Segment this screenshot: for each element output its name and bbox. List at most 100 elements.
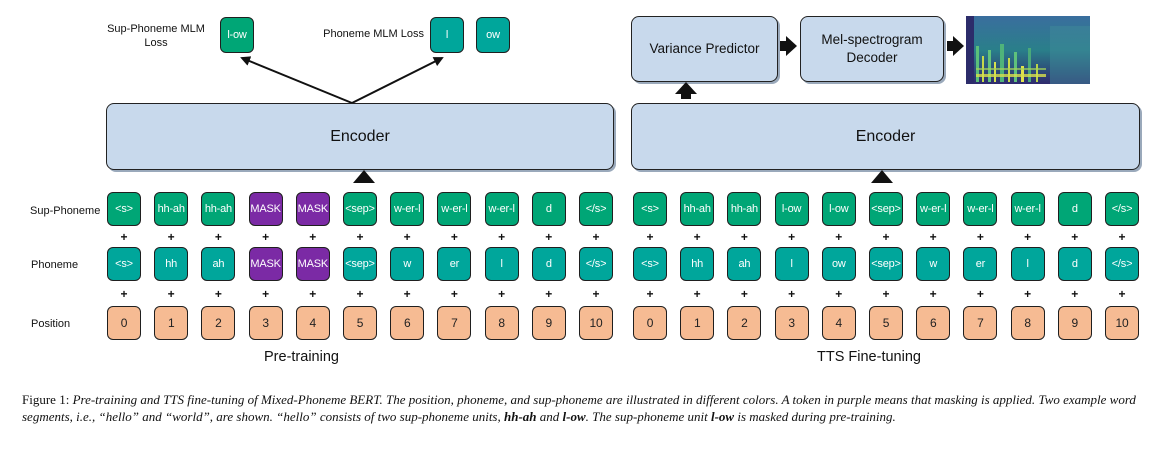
right-arrow-icon	[947, 41, 953, 51]
phoneme-token: l	[484, 247, 519, 281]
figure-caption: Figure 1: Pre-training and TTS fine-tuni…	[22, 392, 1144, 425]
phoneme-token: d	[1057, 247, 1092, 281]
sup-phoneme-token: l-ow	[821, 192, 856, 226]
row-label-pos: Position	[31, 318, 71, 330]
phoneme-token: <sep>	[869, 247, 903, 281]
plus-sign: +	[262, 230, 270, 244]
position-token: 2	[727, 306, 762, 340]
phoneme-token: <s>	[633, 247, 667, 281]
plus-sign: +	[262, 287, 270, 301]
position-token: 10	[1105, 306, 1139, 340]
position-token: 4	[821, 306, 856, 340]
plus-sign: +	[120, 287, 128, 301]
sup-phoneme-token: w-er-l	[484, 192, 519, 226]
plus-sign: +	[403, 287, 411, 301]
plus-sign: +	[403, 230, 411, 244]
plus-sign: +	[1024, 230, 1032, 244]
plus-sign: +	[646, 287, 654, 301]
plus-sign: +	[976, 287, 984, 301]
plus-sign: +	[929, 287, 937, 301]
right-arrow-icon	[953, 36, 964, 56]
sup-phoneme-token: hh-ah	[727, 192, 762, 226]
row-label-sup: Sup-Phoneme	[30, 205, 101, 217]
variance-predictor: Variance Predictor	[631, 16, 778, 82]
up-arrow-icon	[675, 82, 697, 94]
pred-pho-token-l: l	[430, 17, 464, 53]
plus-sign: +	[835, 230, 843, 244]
caption-prefix: Figure 1:	[22, 392, 73, 407]
plus-sign: +	[1118, 230, 1126, 244]
sup-phoneme-token: hh-ah	[154, 192, 189, 226]
caption-bold-2: l-ow	[562, 408, 586, 424]
phoneme-token: w	[390, 247, 425, 281]
position-token: 5	[343, 306, 377, 340]
plus-sign: +	[167, 230, 175, 244]
phoneme-token: ah	[201, 247, 236, 281]
phoneme-token: ow	[821, 247, 856, 281]
plus-sign: +	[356, 287, 364, 301]
position-token: 1	[680, 306, 715, 340]
phoneme-token: </s>	[579, 247, 613, 281]
up-arrow-icon	[681, 93, 691, 99]
up-arrow-icon	[353, 170, 375, 183]
phoneme-token: ah	[727, 247, 762, 281]
position-token: 8	[1010, 306, 1045, 340]
position-token: 9	[1057, 306, 1092, 340]
phoneme-token: l	[1010, 247, 1045, 281]
position-token: 3	[248, 306, 283, 340]
encoder-right: Encoder	[631, 103, 1140, 170]
right-arrow-icon	[786, 36, 797, 56]
sup-phoneme-token: <s>	[633, 192, 667, 226]
plus-sign: +	[592, 287, 600, 301]
right-arrow-icon	[780, 41, 786, 51]
plus-sign: +	[498, 230, 506, 244]
caption-text-1: Pre-training and TTS fine-tuning of Mixe…	[22, 392, 1136, 424]
position-token: 1	[154, 306, 189, 340]
position-token: 2	[201, 306, 236, 340]
plus-sign: +	[545, 230, 553, 244]
subfigure-title-finetuning: TTS Fine-tuning	[817, 349, 921, 365]
plus-sign: +	[882, 230, 890, 244]
position-token: 7	[437, 306, 472, 340]
caption-text-4: is masked during pre-training.	[734, 408, 896, 424]
up-arrow-icon	[871, 170, 893, 183]
plus-sign: +	[882, 287, 890, 301]
sup-phoneme-token: w-er-l	[916, 192, 951, 226]
phoneme-token: hh	[154, 247, 189, 281]
plus-sign: +	[309, 287, 317, 301]
sup-phoneme-token: w-er-l	[963, 192, 998, 226]
position-token: 7	[963, 306, 998, 340]
plus-sign: +	[214, 230, 222, 244]
position-token: 8	[484, 306, 519, 340]
plus-sign: +	[356, 230, 364, 244]
plus-sign: +	[450, 230, 458, 244]
position-token: 6	[916, 306, 951, 340]
plus-sign: +	[1024, 287, 1032, 301]
sup-phoneme-token: hh-ah	[680, 192, 715, 226]
sup-phoneme-token: hh-ah	[201, 192, 236, 226]
plus-sign: +	[309, 230, 317, 244]
plus-sign: +	[929, 230, 937, 244]
position-token: 5	[869, 306, 903, 340]
pred-pho-token-ow: ow	[476, 17, 510, 53]
position-token: 0	[107, 306, 141, 340]
mel-spectrogram-image	[966, 16, 1090, 84]
phoneme-token: hh	[680, 247, 715, 281]
position-token: 6	[390, 306, 425, 340]
phoneme-token: er	[437, 247, 472, 281]
phoneme-token: l	[774, 247, 809, 281]
plus-sign: +	[693, 287, 701, 301]
plus-sign: +	[740, 287, 748, 301]
phoneme-token: w	[916, 247, 951, 281]
plus-sign: +	[976, 230, 984, 244]
plus-sign: +	[835, 287, 843, 301]
position-token: 0	[633, 306, 667, 340]
caption-bold-3: l-ow	[710, 408, 735, 424]
plus-sign: +	[214, 287, 222, 301]
phoneme-token: d	[531, 247, 566, 281]
phoneme-token: MASK	[295, 247, 330, 281]
plus-sign: +	[120, 230, 128, 244]
sup-phoneme-token: </s>	[579, 192, 613, 226]
sup-phoneme-token: w-er-l	[390, 192, 425, 226]
